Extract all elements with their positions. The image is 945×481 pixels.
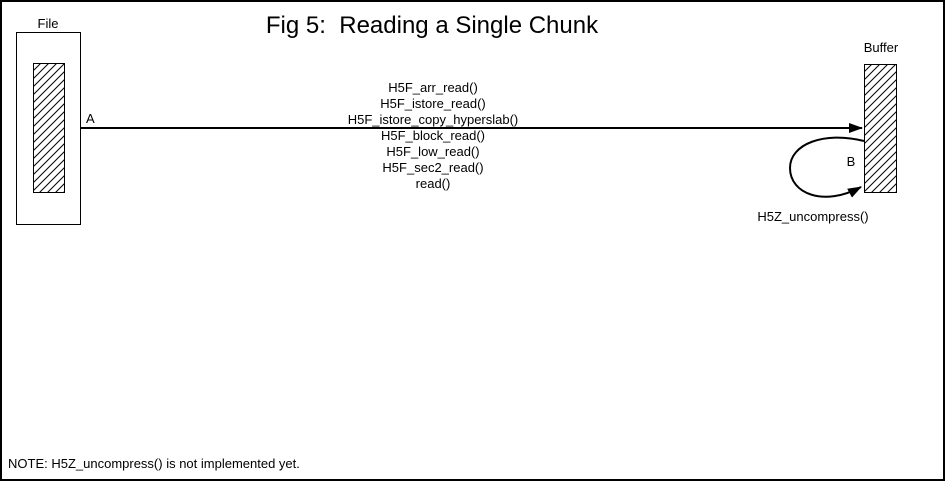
figure-title: Fig 5: Reading a Single Chunk [266,12,599,39]
file-chunk-hatch [33,63,65,193]
buffer-label: Buffer [864,40,899,55]
loop-b-arrow [788,136,865,198]
note-text: NOTE: H5Z_uncompress() is not implemente… [8,456,300,471]
file-label: File [38,16,59,31]
arrow-a-label: A [86,111,95,126]
call-h5f-istore-read: H5F_istore_read() [380,96,486,111]
h5z-uncompress-label: H5Z_uncompress() [757,209,868,224]
call-h5f-low-read: H5F_low_read() [386,144,479,159]
file-box [16,32,81,225]
call-h5f-arr-read: H5F_arr_read() [388,80,478,95]
buffer-hatch [864,64,897,193]
loop-b-label: B [847,154,856,169]
call-h5f-istore-copy-hyperslab: H5F_istore_copy_hyperslab() [348,112,519,127]
call-h5f-block-read: H5F_block_read() [381,128,485,143]
call-h5f-sec2-read: H5F_sec2_read() [382,160,483,175]
call-read: read() [416,176,451,191]
